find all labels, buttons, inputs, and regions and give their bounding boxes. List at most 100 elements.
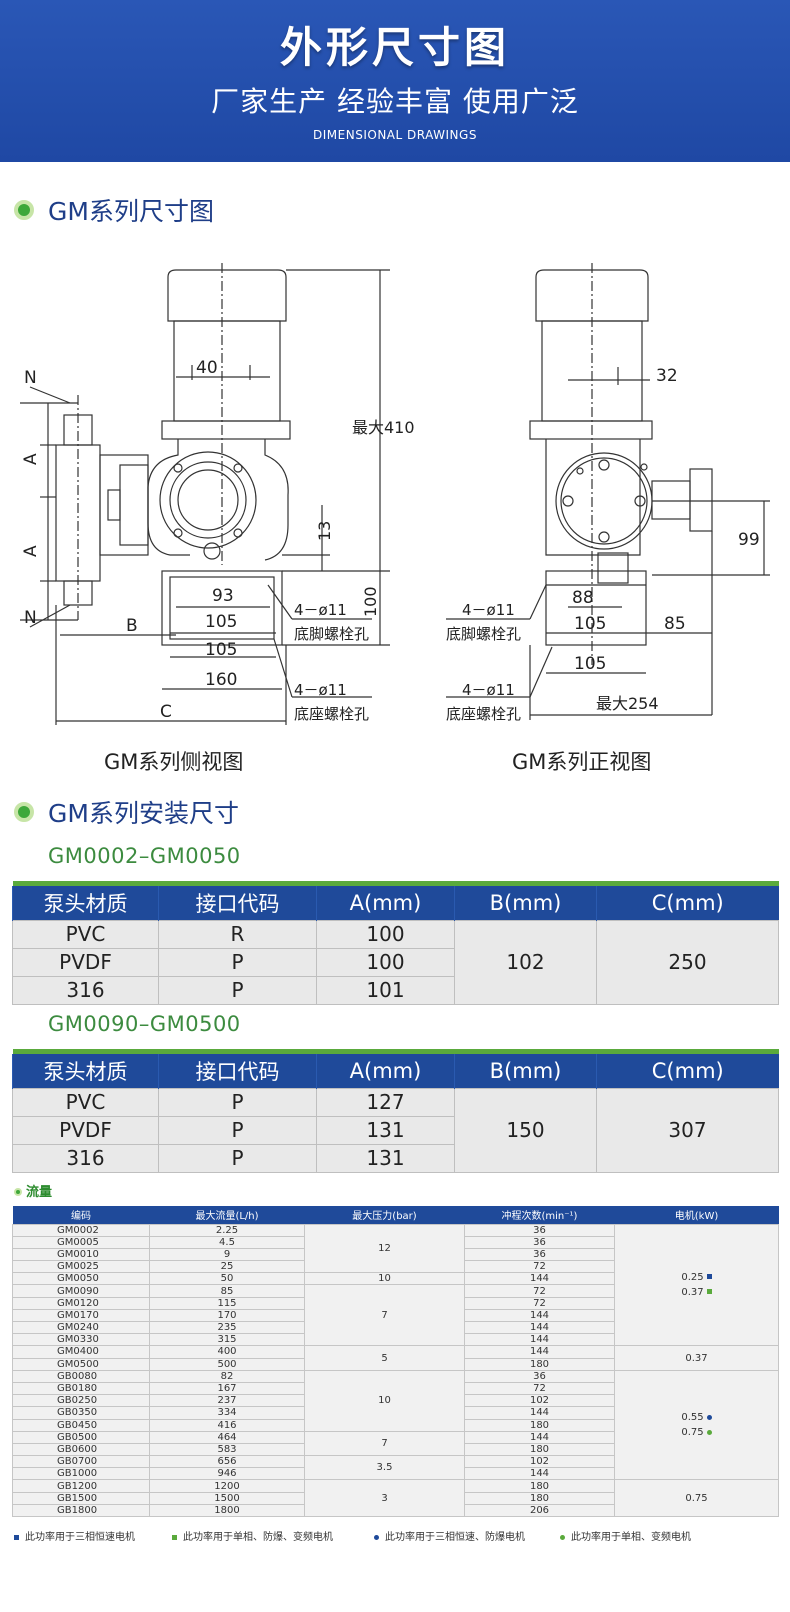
b-value: 150 (454, 1087, 597, 1173)
pressure-cell: 3.5 (304, 1455, 465, 1481)
col-c: C(mm) (596, 886, 779, 920)
dim-N2: N (24, 608, 37, 628)
bullet-icon (14, 802, 34, 822)
col-max-pressure: 最大压力(bar) (304, 1206, 465, 1224)
square-marker-icon (172, 1534, 177, 1540)
page-subtitle: 厂家生产 经验丰富 使用广泛 (211, 85, 579, 118)
c-value: 307 (596, 1087, 779, 1173)
col-port-code: 接口代码 (158, 886, 317, 920)
front-view-caption: GM系列正视图 (512, 750, 652, 774)
section-title-dimensions: GM系列尺寸图 (14, 192, 214, 228)
square-marker-icon (706, 1274, 712, 1280)
table2-title: GM0090–GM0500 (48, 1012, 241, 1036)
dim-max410: 最大410 (352, 418, 415, 437)
col-material: 泵头材质 (12, 886, 159, 920)
dot-marker-icon (374, 1534, 379, 1540)
side-view-drawing (20, 263, 390, 725)
col-a: A(mm) (316, 1054, 455, 1088)
pressure-cell: 5 (304, 1345, 465, 1371)
dim-B: B (126, 616, 138, 636)
dim-105b-front: 105 (574, 654, 606, 674)
motor-cell: 0.75 (614, 1479, 779, 1517)
side-holes2: 4－ø11 (294, 681, 347, 699)
square-marker-icon (706, 1289, 712, 1295)
pressure-cell: 12 (304, 1223, 465, 1274)
col-b: B(mm) (454, 1054, 597, 1088)
c-value: 250 (596, 919, 779, 1005)
pressure-cell: 3 (304, 1479, 465, 1517)
col-port-code: 接口代码 (158, 1054, 317, 1088)
side-holes1: 4－ø11 (294, 601, 347, 619)
dim-100: 100 (361, 586, 380, 617)
dim-105a-front: 105 (574, 614, 606, 634)
dim-A1: A (21, 453, 41, 465)
dim-93: 93 (212, 586, 234, 606)
square-marker-icon (14, 1534, 19, 1540)
col-max-flow: 最大流量(L/h) (149, 1206, 305, 1224)
col-c: C(mm) (596, 1054, 779, 1088)
dim-40: 40 (196, 358, 218, 378)
dim-C: C (160, 702, 172, 722)
pressure-cell: 7 (304, 1284, 465, 1347)
dot-marker-icon (560, 1534, 565, 1540)
front-holes2-label: 底座螺栓孔 (446, 705, 521, 723)
table1-title: GM0002–GM0050 (48, 844, 241, 868)
page-english-title: DIMENSIONAL DRAWINGS (313, 128, 477, 142)
dim-105a: 105 (205, 612, 237, 632)
dim-N1: N (24, 368, 37, 388)
front-holes1-label: 底脚螺栓孔 (446, 625, 521, 643)
col-strokes: 冲程次数(min⁻¹) (464, 1206, 615, 1224)
dim-32: 32 (656, 366, 678, 386)
dim-105b: 105 (205, 640, 237, 660)
side-view-caption: GM系列侧视图 (104, 750, 244, 774)
col-a: A(mm) (316, 886, 455, 920)
col-material: 泵头材质 (12, 1054, 159, 1088)
dot-marker-icon (706, 1414, 712, 1420)
front-holes1: 4－ø11 (462, 601, 515, 619)
dim-13: 13 (315, 521, 334, 541)
dim-max254: 最大254 (596, 694, 659, 713)
b-value: 102 (454, 919, 597, 1005)
bullet-icon (14, 1188, 22, 1196)
page-title: 外形尺寸图 (279, 23, 510, 72)
col-motor: 电机(kW) (614, 1206, 779, 1224)
section-title-installation: GM系列安装尺寸 (14, 794, 239, 830)
pressure-cell: 10 (304, 1272, 465, 1286)
pressure-cell: 7 (304, 1430, 465, 1457)
motor-cell: 0.37 (614, 1345, 779, 1371)
pressure-cell: 10 (304, 1369, 465, 1432)
front-view-drawing (446, 263, 770, 720)
dimension-drawings: 40 最大410 13 100 93 105 105 160 N N A A B… (20, 263, 770, 725)
dimension-labels: 40 最大410 13 100 93 105 105 160 N N A A B… (21, 358, 760, 723)
dot-marker-icon (706, 1429, 712, 1435)
dim-85: 85 (664, 614, 686, 634)
flow-table: 编码 最大流量(L/h) 最大压力(bar) 冲程次数(min⁻¹) 电机(kW… (12, 1206, 779, 1518)
dim-A2: A (21, 545, 41, 557)
